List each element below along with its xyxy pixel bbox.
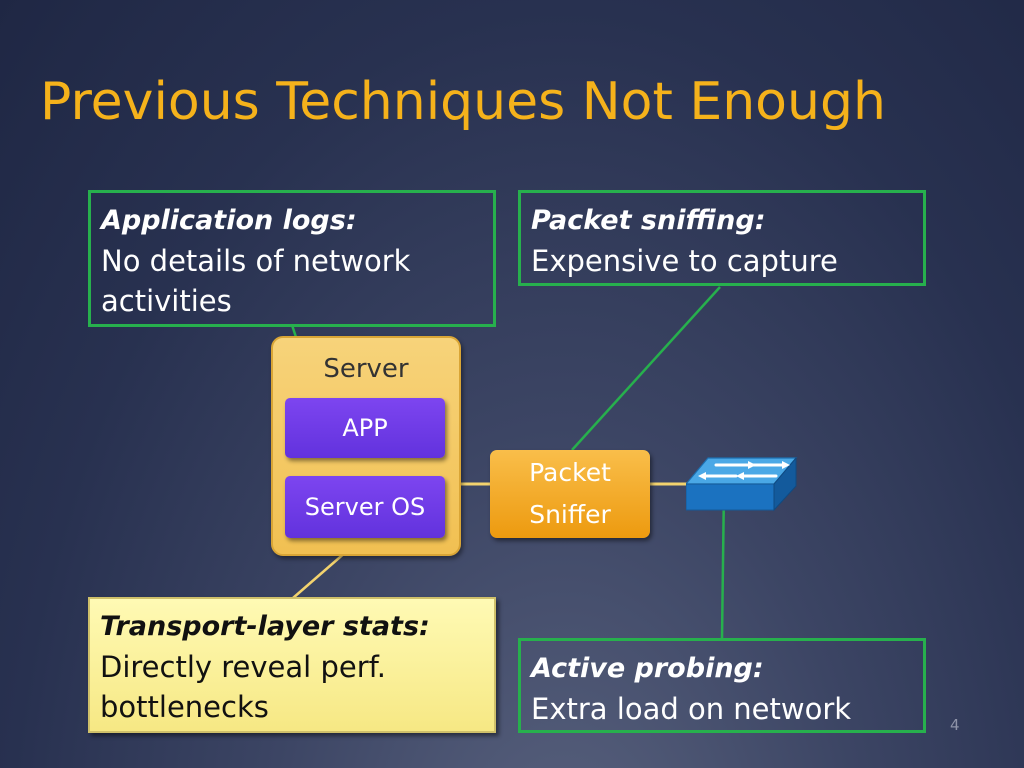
sniffer-label-line1: Packet — [529, 458, 611, 487]
app-logs-heading: Application logs: — [101, 205, 357, 236]
slide-title: Previous Techniques Not Enough — [40, 72, 886, 132]
packet-sniffing-text: Expensive to capture — [531, 244, 838, 278]
active-probing-heading: Active probing: — [531, 653, 764, 684]
transport-stats-text: Directly reveal perf. bottlenecks — [100, 650, 386, 724]
active-probing-text: Extra load on network — [531, 692, 852, 726]
server-box: Server APP Server OS — [271, 336, 461, 556]
packet-sniffing-box: Packet sniffing: Expensive to capture — [518, 190, 926, 286]
sniffer-label-line2: Sniffer — [529, 500, 611, 529]
transport-stats-heading: Transport-layer stats: — [100, 611, 430, 642]
page-number: 4 — [950, 716, 960, 734]
packet-sniffing-heading: Packet sniffing: — [531, 205, 766, 236]
app-block: APP — [285, 398, 445, 458]
connector-packet-sniffing — [571, 286, 721, 451]
connector-active-probing — [720, 485, 726, 639]
server-os-block: Server OS — [285, 476, 445, 538]
packet-sniffer-box: Packet Sniffer — [490, 450, 650, 538]
server-label: Server — [323, 354, 409, 384]
switch-icon — [686, 456, 798, 512]
transport-stats-box: Transport-layer stats: Directly reveal p… — [88, 597, 496, 733]
app-logs-text: No details of network activities — [101, 244, 411, 318]
app-logs-box: Application logs: No details of network … — [88, 190, 496, 327]
active-probing-box: Active probing: Extra load on network — [518, 638, 926, 733]
